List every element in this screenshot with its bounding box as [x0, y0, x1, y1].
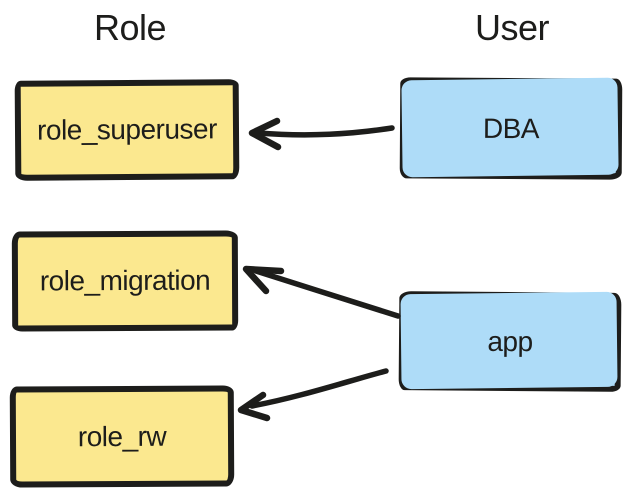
- node-label: DBA: [482, 112, 540, 144]
- column-title-user: User: [474, 7, 550, 48]
- node-role-migration: role_migration: [11, 230, 239, 332]
- node-label: role_migration: [39, 264, 211, 297]
- node-label: app: [487, 325, 533, 357]
- node-role-superuser: role_superuser: [14, 79, 240, 181]
- arrow-app-to-role-migration: [242, 265, 401, 319]
- node-label: role_rw: [77, 420, 167, 452]
- node-role-rw: role_rw: [9, 385, 235, 488]
- node-label: role_superuser: [36, 113, 217, 146]
- arrow-dba-to-role-superuser: [248, 117, 395, 151]
- node-user-dba: DBA: [399, 77, 623, 180]
- arrow-app-to-role-rw: [237, 368, 389, 422]
- column-title-role: Role: [93, 7, 167, 48]
- node-user-app: app: [398, 291, 622, 392]
